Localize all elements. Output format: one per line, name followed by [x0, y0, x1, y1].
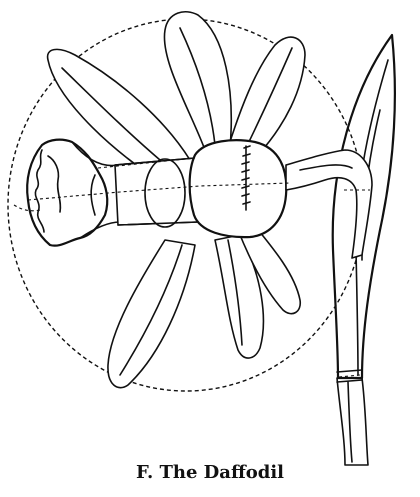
corona-trumpet	[27, 140, 120, 246]
tube-ring	[145, 159, 185, 227]
figure-caption: F. The Daffodil	[0, 462, 420, 483]
petal-lower-left	[108, 240, 195, 388]
ovary	[190, 140, 287, 237]
petal-upper-right	[228, 37, 305, 155]
stem	[337, 378, 368, 465]
pedicel	[286, 150, 372, 258]
petal-top	[164, 12, 231, 150]
perianth-tube	[115, 158, 198, 227]
